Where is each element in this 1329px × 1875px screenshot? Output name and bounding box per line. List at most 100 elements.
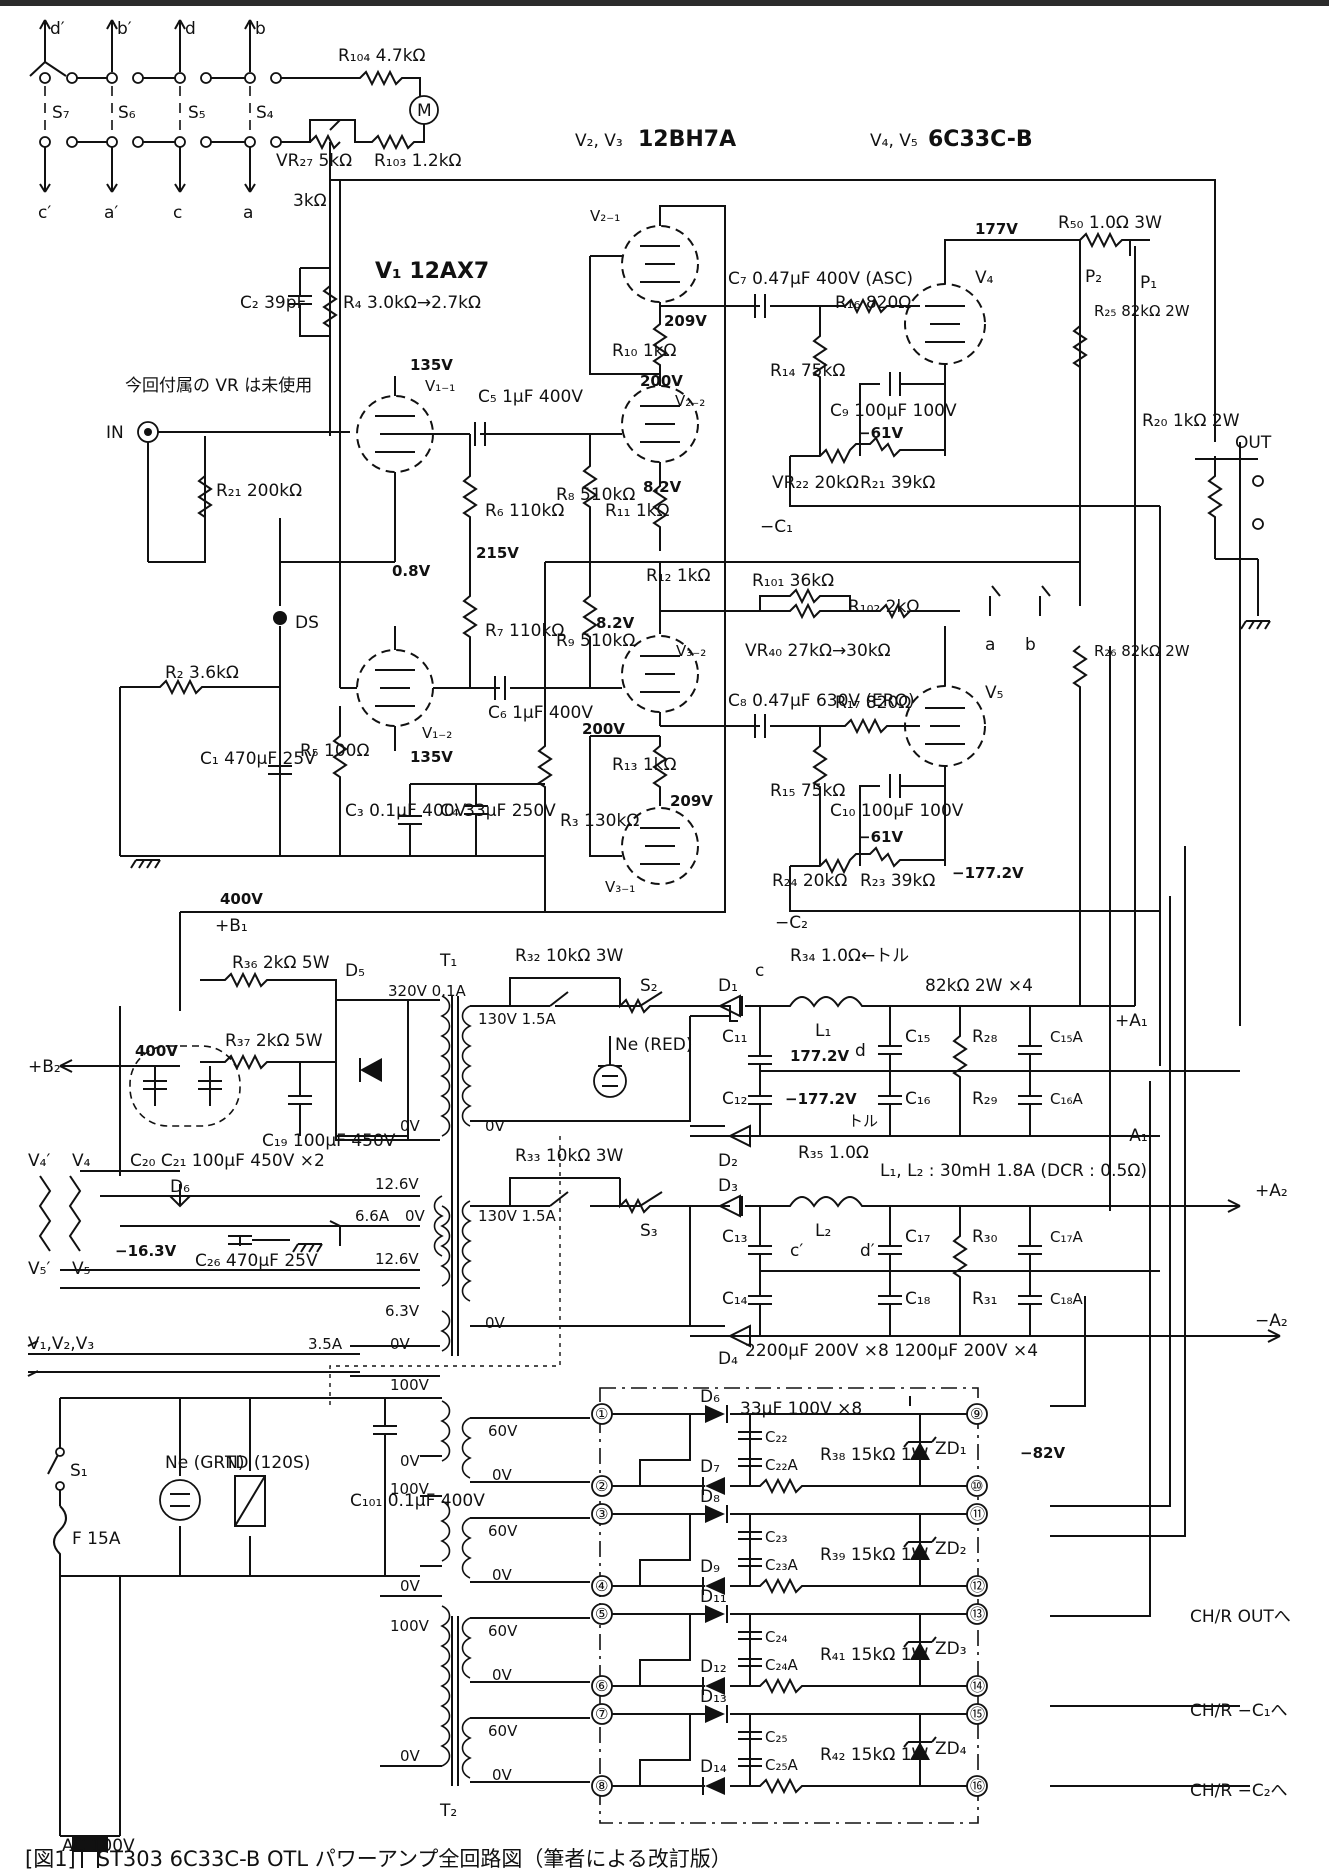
bias-terminal-label: ③ bbox=[595, 1505, 608, 1523]
meter-label: M bbox=[417, 101, 432, 121]
v135-bot: 135V bbox=[410, 748, 453, 766]
s5-top-label: d bbox=[185, 19, 196, 39]
h126b-label: 12.6V bbox=[375, 1250, 419, 1268]
c16-label: C₁₆ bbox=[905, 1089, 931, 1109]
c16a-label: C₁₆A bbox=[1050, 1090, 1084, 1108]
bias-diode-label: D₁₂ bbox=[700, 1657, 727, 1677]
d3-label: D₃ bbox=[718, 1176, 738, 1196]
s6-label: S₆ bbox=[118, 103, 136, 123]
bias-winding-label: 60V bbox=[488, 1522, 518, 1540]
bias-winding-label: 0V bbox=[492, 1466, 513, 1484]
bias-cap-label: C₂₃ bbox=[765, 1528, 788, 1546]
bias-diode-label: D₉ bbox=[700, 1557, 720, 1577]
bias-diode-label: D₁₁ bbox=[700, 1587, 727, 1607]
c4-label: C₄ 33μF 250V bbox=[440, 801, 556, 821]
bias-wiring bbox=[612, 1713, 967, 1795]
s7-top-label: d′ bbox=[50, 19, 65, 39]
bias-winding bbox=[461, 1417, 472, 1479]
c20-c21-pair bbox=[129, 1045, 241, 1127]
time-delay-relay bbox=[234, 1475, 266, 1527]
v123-label: V₁,V₂,V₃ bbox=[28, 1334, 94, 1354]
s2-label: S₂ bbox=[640, 976, 658, 996]
bias-capacitor bbox=[738, 1631, 762, 1667]
ne-grn-label: Ne (GRN) bbox=[165, 1453, 245, 1473]
switch-s7[interactable] bbox=[29, 19, 78, 193]
l1-label: L₁ bbox=[815, 1021, 831, 1041]
neon-lamp-green bbox=[159, 1479, 201, 1521]
r14-label: R₁₄ 75kΩ bbox=[770, 361, 845, 381]
t1-0v-label: 0V bbox=[400, 1117, 421, 1135]
v209-bot: 209V bbox=[670, 792, 713, 810]
bias-feed bbox=[470, 1417, 590, 1483]
bias-feed bbox=[470, 1517, 590, 1583]
vm82: −82V bbox=[1020, 1444, 1065, 1462]
r7-label: R₇ 110kΩ bbox=[485, 621, 564, 641]
output-terminal-hot[interactable] bbox=[1252, 475, 1264, 487]
neon-lamp-red bbox=[593, 1064, 627, 1098]
bias-diode bbox=[705, 1677, 725, 1695]
r23-label: R₂₃ 39kΩ bbox=[860, 871, 935, 891]
meter-b-label: b bbox=[1025, 635, 1036, 655]
b1-voltage: 400V bbox=[220, 890, 263, 908]
v32-label: V₃₋₂ bbox=[676, 642, 706, 660]
v61-bot: −61V bbox=[858, 828, 903, 846]
h0v-label: 0V bbox=[405, 1207, 426, 1225]
d5-label: D₅ bbox=[345, 961, 365, 981]
bias-cap-label: C₂₂ bbox=[765, 1428, 788, 1446]
bias-diode bbox=[705, 1577, 725, 1595]
v5-label: V₅ bbox=[985, 683, 1003, 703]
bias-diode-bar bbox=[702, 1605, 728, 1695]
bias-feed bbox=[470, 1617, 590, 1683]
c-spec-label: 2200μF 200V ×8 1200μF 200V ×4 bbox=[745, 1341, 1038, 1361]
r6-label: R₆ 110kΩ bbox=[485, 501, 564, 521]
bias-wiring bbox=[612, 1613, 967, 1695]
vm1772-c12: −177.2V bbox=[785, 1090, 857, 1108]
c3-label: C₃ 0.1μF 400V bbox=[345, 801, 467, 821]
v08: 0.8V bbox=[392, 562, 431, 580]
tube-v1-2 bbox=[356, 649, 434, 727]
bias-terminal-label: ⑨ bbox=[970, 1405, 983, 1423]
vr-note: 今回付属の VR は未使用 bbox=[125, 375, 312, 396]
switch-s4[interactable] bbox=[244, 19, 282, 193]
c11-label: C₁₁ bbox=[722, 1027, 748, 1047]
v12-label: V₁₋₂ bbox=[422, 724, 452, 742]
w0va-label: 0V bbox=[485, 1117, 506, 1135]
bias-terminal-label: ⑮ bbox=[970, 1705, 985, 1723]
v1-title: V₁ 12AX7 bbox=[375, 259, 489, 284]
bias-feed bbox=[470, 1717, 590, 1783]
bias-zener-label: ZD₄ bbox=[935, 1739, 967, 1759]
w130b-label: 130V 1.5A bbox=[478, 1207, 557, 1225]
vr27-label: VR₂₇ 5kΩ bbox=[276, 151, 352, 171]
bias-diode bbox=[705, 1605, 725, 1623]
s3-label: S₃ bbox=[640, 1221, 658, 1241]
switch-s6[interactable] bbox=[106, 19, 144, 193]
v200-top: 200V bbox=[640, 372, 683, 390]
b1-label: +B₁ bbox=[215, 916, 248, 936]
meter-a-label: a bbox=[985, 635, 995, 655]
h0v2-label: 0V bbox=[390, 1335, 411, 1353]
l2-label: L₂ bbox=[815, 1221, 831, 1241]
output-terminal-gnd[interactable] bbox=[1252, 518, 1264, 530]
heater-label-2: V₅′ bbox=[28, 1259, 50, 1279]
r2-label: R₂ 3.6kΩ bbox=[165, 663, 239, 683]
h126a-label: 12.6V bbox=[375, 1175, 419, 1193]
ds-indicator bbox=[273, 611, 287, 625]
bias-out-2: CH/R −C₂へ bbox=[1190, 1781, 1288, 1801]
node-d-label: d bbox=[855, 1041, 866, 1061]
r36-label: R₃₆ 2kΩ 5W bbox=[232, 953, 330, 973]
c12-label: C₁₂ bbox=[722, 1089, 748, 1109]
r-spec-label: 82kΩ 2W ×4 bbox=[925, 976, 1033, 996]
bias-terminal-label: ⑩ bbox=[970, 1477, 983, 1495]
bias-zener-bar bbox=[903, 1436, 937, 1448]
bias-winding-label: 0V bbox=[492, 1766, 513, 1784]
r21-label: R₂₁ 200kΩ bbox=[216, 481, 302, 501]
plus-a2-label: +A₂ bbox=[1255, 1181, 1288, 1201]
hv-power-supply-labels: R₃₆ 2kΩ 5W R₃₇ 2kΩ 5W D₅ C₁₉ 100μF 450V … bbox=[28, 946, 1288, 1369]
tube-v2-1 bbox=[621, 225, 699, 303]
schematic-canvas: d′ b′ d b S₇ S₆ S₅ S₄ c′ a′ c a R₁₀₄ 4.7… bbox=[25, 19, 1291, 1871]
bias-zener-bar bbox=[903, 1536, 937, 1548]
bias-terminal-label: ① bbox=[595, 1405, 608, 1423]
v22-label: V₂₋₂ bbox=[675, 392, 705, 410]
out-label: OUT bbox=[1235, 433, 1272, 453]
bias-zener-label: ZD₁ bbox=[935, 1439, 967, 1459]
